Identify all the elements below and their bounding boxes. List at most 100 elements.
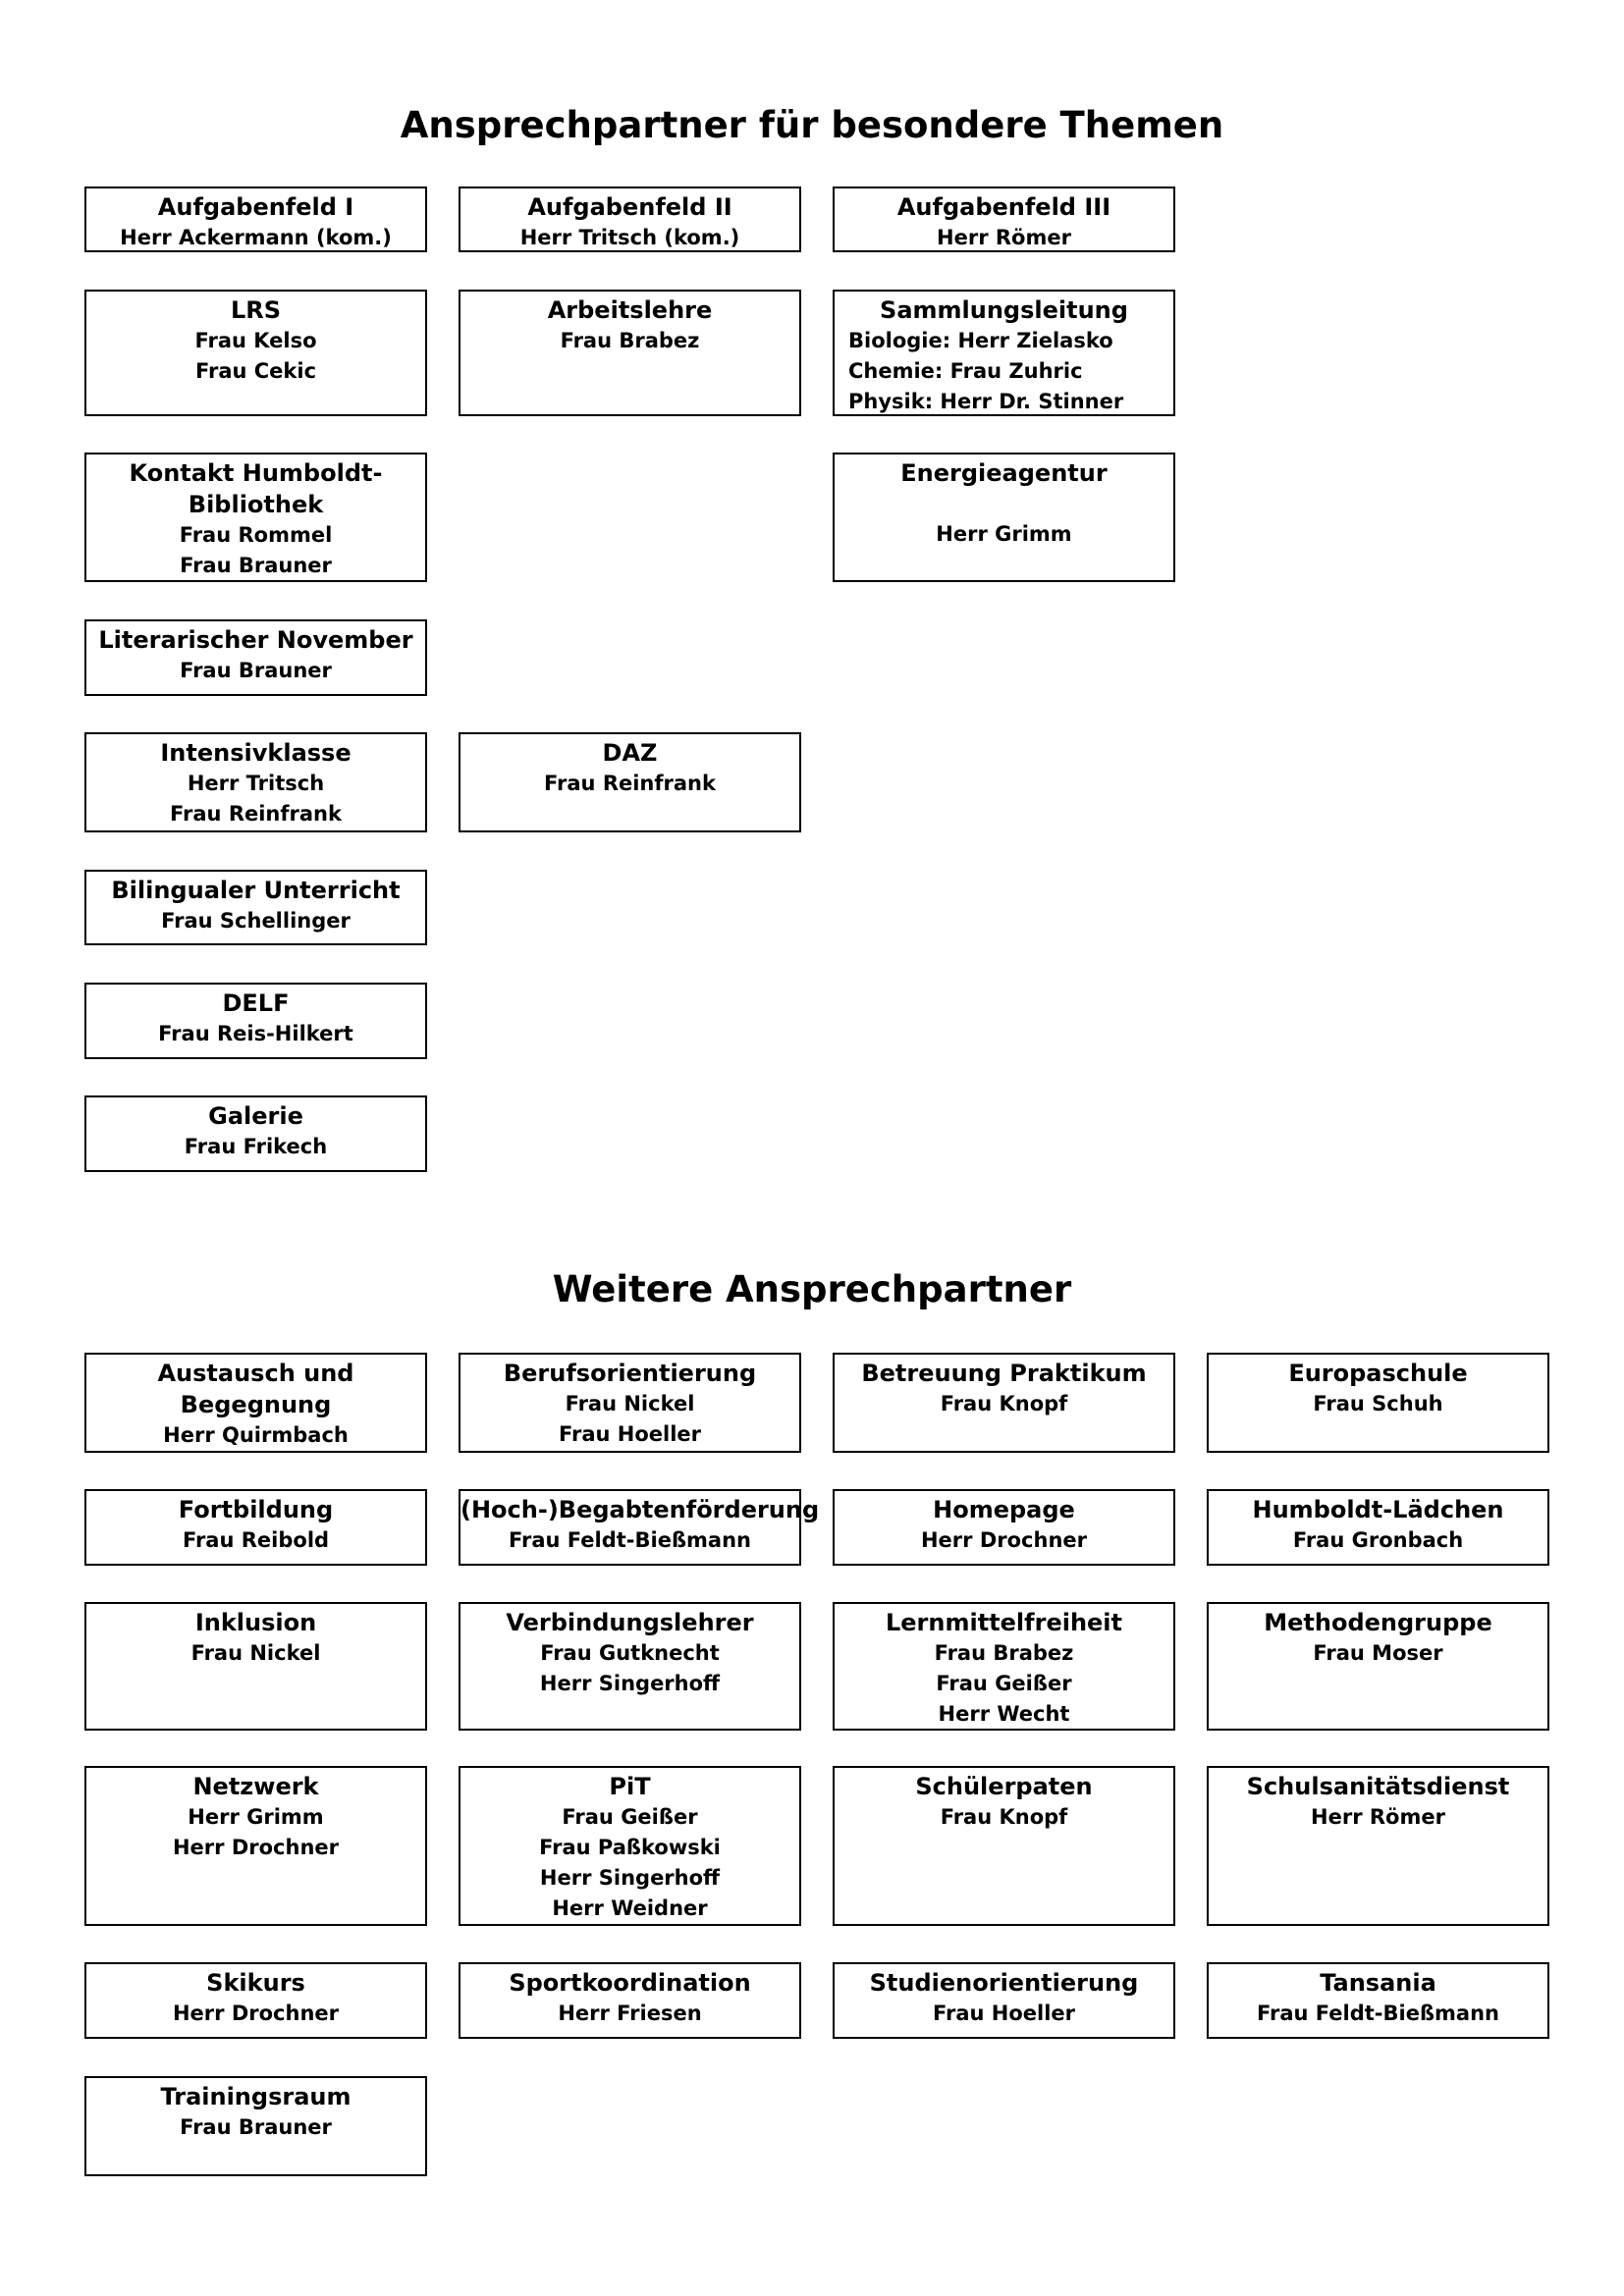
contact-person: Frau Knopf [940, 1392, 1068, 1415]
contact-person: Herr Friesen [558, 2002, 702, 2025]
contact-person: Herr Römer [937, 226, 1071, 249]
contact-person: Frau Hoeller [932, 2002, 1076, 2025]
contact-person: Frau Frikech [184, 1135, 328, 1158]
contact-box-title: Trainingsraum [160, 2083, 352, 2110]
contact-box-title: Studienorientierung [869, 1969, 1139, 1997]
contact-box-title: Literarischer November [98, 626, 413, 654]
contact-box-title: Sportkoordination [509, 1969, 751, 1997]
contact-box-aufgabenfeld-i: Aufgabenfeld I Herr Ackermann (kom.) [84, 187, 427, 252]
contact-person: Frau Reinfrank [544, 772, 716, 795]
section-title-special-topics: Ansprechpartner für besondere Themen [400, 104, 1224, 146]
contact-person: Frau Brabez [560, 329, 700, 352]
contact-person: Frau Geißer [562, 1805, 698, 1829]
section-title-further-contacts: Weitere Ansprechpartner [552, 1268, 1072, 1310]
contact-box-title: Bilingualer Unterricht [111, 877, 401, 904]
contact-person: Frau Reinfrank [170, 802, 342, 826]
contact-box-title: Austausch und Begegnung [157, 1360, 354, 1418]
contact-box-title: Galerie [208, 1102, 303, 1130]
contact-person: Frau Feldt-Bießmann [508, 1528, 752, 1552]
contact-person: Herr Ackermann (kom.) [120, 226, 392, 249]
contact-box-title: Intensivklasse [160, 739, 352, 767]
contact-box-aufgabenfeld-iii: Aufgabenfeld III Herr Römer [833, 187, 1175, 252]
contact-person: Frau Schuh [1313, 1392, 1443, 1415]
contact-box-title: DELF [222, 989, 290, 1017]
contact-person: Frau Brauner [180, 659, 332, 682]
contact-person: Frau Brabez [934, 1641, 1074, 1665]
contact-box-title: Aufgabenfeld III [896, 193, 1111, 221]
contact-person: Herr Römer [1311, 1805, 1445, 1829]
contact-person: Frau Brauner [180, 554, 332, 577]
contact-person: Frau Rommel [179, 523, 333, 547]
contact-person: Herr Tritsch (kom.) [519, 226, 740, 249]
contact-person: Frau Schellinger [161, 909, 351, 933]
contact-box-title: PiT [609, 1773, 651, 1800]
contact-box-title: Sammlungsleitung [880, 296, 1128, 324]
contact-box-title: LRS [230, 296, 282, 324]
contact-person: Frau Hoeller [558, 1422, 702, 1446]
contact-person: Herr Drochner [172, 1836, 339, 1859]
contact-box-title: (Hoch-)Begabtenförderung [460, 1496, 820, 1523]
contact-box-title: Inklusion [194, 1609, 317, 1636]
contact-person: Frau Nickel [190, 1641, 321, 1665]
contact-person: Herr Tritsch [187, 772, 325, 795]
contact-person: Frau Feldt-Bießmann [1256, 2002, 1500, 2025]
contact-person: Frau Brauner [180, 2115, 332, 2139]
contact-person: Frau Kelso [194, 329, 317, 352]
contact-box-title: Netzwerk [192, 1773, 319, 1800]
contact-box-title: Arbeitslehre [547, 296, 713, 324]
contact-box-title: Lernmittelfreiheit [885, 1609, 1123, 1636]
contact-person: Frau Gutknecht [540, 1641, 720, 1665]
contact-box-title: Fortbildung [178, 1496, 334, 1523]
contact-box-title: Schulsanitätsdienst [1246, 1773, 1510, 1800]
contact-box-title: Verbindungslehrer [506, 1609, 754, 1636]
contact-person: Frau Moser [1313, 1641, 1443, 1665]
contact-box-title: Humboldt-Lädchen [1252, 1496, 1504, 1523]
contact-box-title: Methodengruppe [1264, 1609, 1492, 1636]
contact-person: Frau Knopf [940, 1805, 1068, 1829]
contact-person: Herr Drochner [172, 2002, 339, 2025]
contact-box-delf: DELF Frau Reis-Hilkert [84, 983, 427, 1059]
contact-box-title: Aufgabenfeld I [157, 193, 354, 221]
contact-person: Physik: Herr Dr. Stinner [848, 390, 1124, 413]
contact-person: Herr Singerhoff [539, 1866, 721, 1890]
contact-person: Chemie: Frau Zuhric [848, 359, 1083, 383]
contact-person: Frau Reis-Hilkert [158, 1022, 353, 1045]
contact-person: Herr Singerhoff [539, 1672, 721, 1695]
contact-person: Herr Quirmbach [163, 1423, 349, 1447]
contact-box-title: Homepage [933, 1496, 1075, 1523]
contact-person: Herr Wecht [938, 1702, 1070, 1726]
contact-person: Frau Geißer [936, 1672, 1072, 1695]
contact-person: Frau Gronbach [1292, 1528, 1464, 1552]
contact-person: Frau Reibold [182, 1528, 330, 1552]
contact-box-title: Europaschule [1288, 1360, 1468, 1387]
contact-person: Herr Grimm [188, 1805, 324, 1829]
contact-person: Herr Grimm [936, 522, 1072, 546]
contact-person: Frau Cekic [194, 359, 317, 383]
